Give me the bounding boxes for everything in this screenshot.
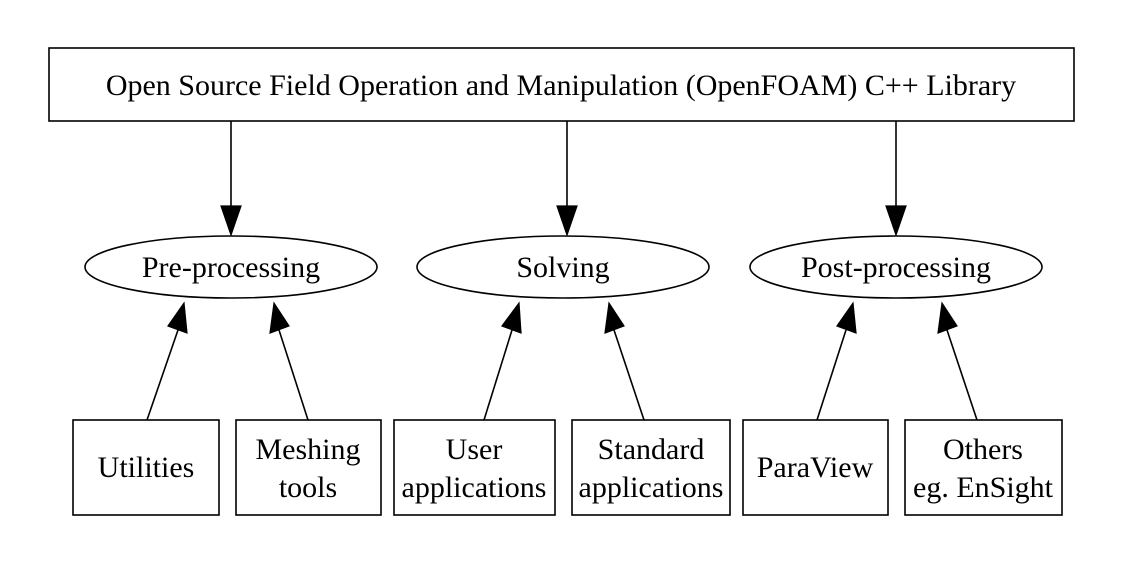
box-utilities bbox=[72, 419, 220, 516]
edge-paraview-to-postprocessing bbox=[816, 329, 847, 421]
arrowhead-standard-apps bbox=[604, 301, 625, 334]
arrowhead-user-apps bbox=[501, 301, 522, 334]
box-standard-applications bbox=[571, 419, 731, 516]
ellipse-solving bbox=[416, 235, 710, 299]
leaf-label-user-line1: User bbox=[446, 433, 503, 466]
stage-label-postprocessing: Post-processing bbox=[801, 251, 991, 284]
stage-label-preprocessing: Pre-processing bbox=[142, 251, 320, 284]
leaf-user-applications: User applications bbox=[393, 419, 556, 516]
stage-label-solving: Solving bbox=[516, 251, 609, 284]
leaf-label-paraview: ParaView bbox=[757, 451, 874, 484]
leaf-others-ensight: Others eg. EnSight bbox=[904, 419, 1063, 516]
leaf-label-standard-line2: applications bbox=[579, 471, 724, 504]
stage-postprocessing: Post-processing bbox=[749, 235, 1043, 299]
arrowhead-solving bbox=[556, 205, 578, 237]
leaf-utilities: Utilities bbox=[72, 419, 220, 516]
arrowhead-others bbox=[937, 301, 958, 334]
box-others-ensight bbox=[904, 419, 1063, 516]
edge-user-apps-to-solving bbox=[483, 329, 513, 421]
leaf-label-others-line2: eg. EnSight bbox=[913, 471, 1054, 504]
arrowhead-postprocessing bbox=[885, 205, 907, 237]
ellipse-postprocessing bbox=[749, 235, 1043, 299]
leaf-label-meshing-line2: tools bbox=[279, 471, 337, 504]
edge-meshing-to-preprocessing bbox=[278, 329, 309, 421]
root-edges bbox=[220, 121, 907, 237]
root-node: Open Source Field Operation and Manipula… bbox=[48, 47, 1075, 122]
edge-others-to-postprocessing bbox=[946, 329, 978, 421]
box-meshing-tools bbox=[235, 419, 382, 516]
leaf-label-standard-line1: Standard bbox=[598, 433, 705, 466]
leaf-standard-applications: Standard applications bbox=[571, 419, 731, 516]
leaf-label-utilities: Utilities bbox=[98, 451, 195, 484]
arrowhead-paraview bbox=[836, 301, 857, 334]
root-label: Open Source Field Operation and Manipula… bbox=[106, 69, 1016, 102]
leaf-edges bbox=[146, 301, 978, 421]
arrowhead-meshing bbox=[269, 301, 290, 334]
box-paraview bbox=[742, 419, 889, 516]
edge-utilities-to-preprocessing bbox=[146, 329, 179, 421]
box-user-applications bbox=[393, 419, 556, 516]
stage-solving: Solving bbox=[416, 235, 710, 299]
edge-standard-apps-to-solving bbox=[613, 329, 645, 421]
root-box bbox=[48, 47, 1075, 122]
leaf-label-user-line2: applications bbox=[402, 471, 547, 504]
leaf-paraview: ParaView bbox=[742, 419, 889, 516]
ellipse-preprocessing bbox=[84, 235, 378, 299]
arrowhead-utilities bbox=[167, 301, 188, 334]
leaf-meshing-tools: Meshing tools bbox=[235, 419, 382, 516]
leaf-label-others-line1: Others bbox=[943, 433, 1023, 466]
stage-preprocessing: Pre-processing bbox=[84, 235, 378, 299]
leaf-label-meshing-line1: Meshing bbox=[256, 433, 361, 466]
arrowhead-preprocessing bbox=[220, 205, 242, 237]
